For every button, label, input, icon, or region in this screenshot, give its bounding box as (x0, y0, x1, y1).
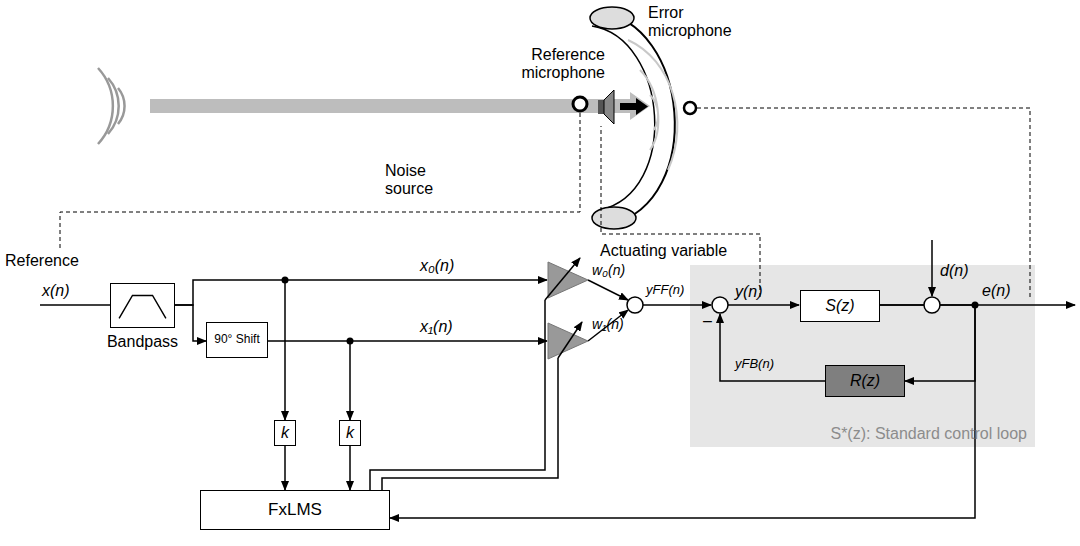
node-text: Bandpass (107, 333, 178, 351)
junction-dots (282, 277, 979, 345)
source-label: Noise source (385, 162, 455, 199)
noise-source-icon (98, 68, 125, 144)
signal-name: x₀(n) (420, 257, 454, 275)
mic-label: Error microphone (648, 4, 728, 41)
node-text: S(z) (825, 297, 854, 315)
signal-connector (284, 446, 286, 490)
sound-path (150, 99, 630, 113)
fxlms-block: FxLMS (200, 490, 390, 530)
control-loop-region (690, 265, 1035, 447)
signal-name: yFB(n) (735, 357, 774, 372)
weight-name: w₀(n) (592, 262, 625, 278)
signal-label: Actuating variable (600, 242, 727, 260)
gain-box: k (339, 420, 361, 446)
signal-name: y(n) (735, 283, 763, 301)
plant-box: S(z) (800, 290, 880, 322)
node-text: k (346, 424, 354, 442)
signal-dashed-lines (60, 108, 1030, 297)
signal-name: d(n) (940, 262, 968, 280)
bandpass-filter: Bandpass (110, 283, 175, 328)
signal-name: x(n) (42, 282, 70, 300)
signal-connector (268, 341, 350, 420)
bandpass-curve (119, 295, 166, 318)
node-text: k (281, 424, 289, 442)
wires (40, 240, 1075, 490)
mic-label: Reference microphone (510, 46, 605, 83)
node-text: R(z) (850, 372, 880, 390)
headphone (573, 7, 696, 229)
gain-box: k (274, 420, 296, 446)
signal-name: yFF(n) (646, 283, 684, 298)
phase-shift-box: 90° Shift (206, 322, 268, 358)
weight-name: w₁(n) (592, 316, 624, 332)
signal-connector (175, 305, 206, 341)
signal-label: Reference (5, 252, 79, 270)
sign-label: – (703, 312, 712, 330)
amplifiers (545, 258, 588, 359)
signal-connector (390, 305, 975, 518)
node-text: 90° Shift (213, 333, 261, 346)
signal-connector (175, 280, 285, 420)
node-text: FxLMS (268, 500, 322, 520)
feedback-box: R(z) (825, 365, 905, 397)
bandpass-symbol (111, 284, 174, 327)
summing-junctions (627, 297, 940, 313)
signal-name: x₁(n) (420, 318, 453, 336)
signal-connector (349, 446, 351, 490)
signal-name: e(n) (982, 282, 1010, 300)
node-text: S*(z): Standard control loop (830, 425, 1027, 443)
